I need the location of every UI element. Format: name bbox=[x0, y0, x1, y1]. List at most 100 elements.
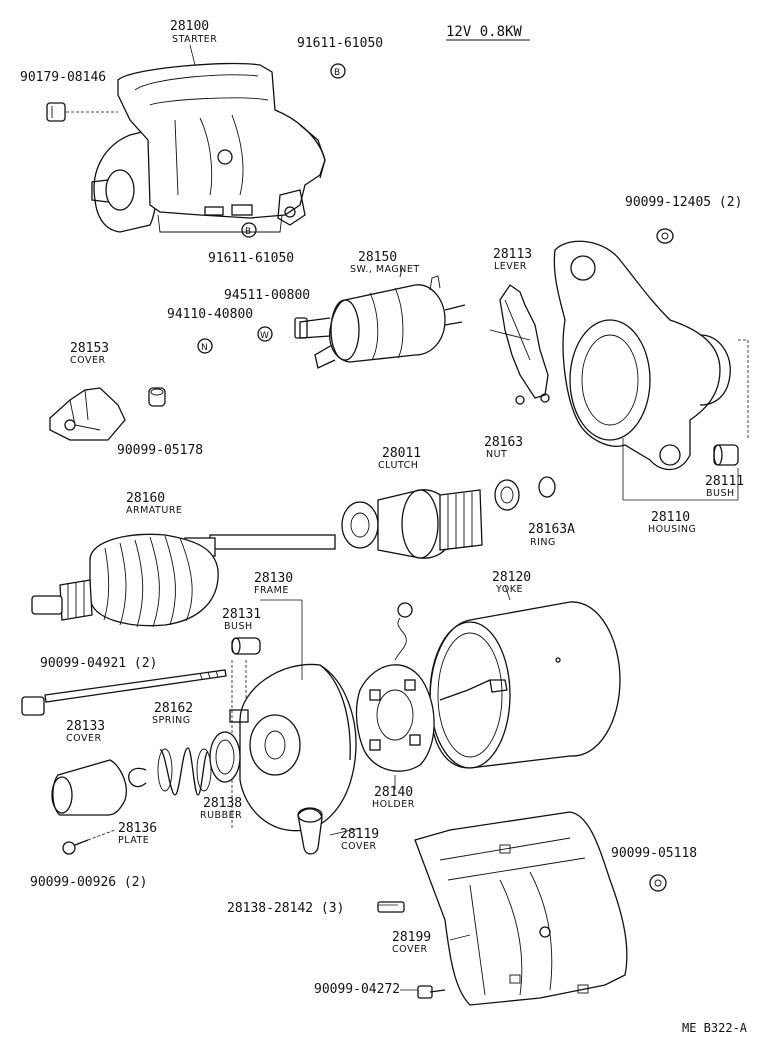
part-number: 28136 bbox=[118, 821, 157, 836]
label-94110: 94110-40800 bbox=[167, 307, 253, 322]
cover-28199 bbox=[414, 811, 628, 1006]
spec-label: 12V 0.8KW bbox=[446, 24, 522, 40]
part-name: ARMATURE bbox=[126, 505, 182, 516]
brake-spring bbox=[157, 747, 212, 796]
rubber-seal bbox=[209, 731, 241, 783]
starter-assembly bbox=[91, 62, 326, 233]
label-90099-05178: 90099-05178 bbox=[117, 443, 203, 458]
marker-b-top: B bbox=[330, 63, 346, 79]
part-number: 28133 bbox=[66, 719, 105, 734]
bush-28131 bbox=[231, 637, 261, 830]
part-name: STARTER bbox=[172, 34, 217, 45]
label-28138-28142: 28138-28142 (3) bbox=[227, 901, 344, 916]
part-number: 90099-12405 (2) bbox=[625, 195, 742, 210]
part-name: YOKE bbox=[495, 584, 523, 595]
marker-n: N bbox=[197, 338, 213, 354]
svg-text:B: B bbox=[245, 227, 252, 237]
part-name: RING bbox=[530, 537, 556, 548]
lock-plate bbox=[128, 767, 147, 788]
nut-90099-05118 bbox=[649, 874, 667, 892]
terminal-cover-28119 bbox=[297, 807, 323, 855]
part-name: SW., MAGNET bbox=[350, 264, 420, 275]
label-90099-00926: 90099-00926 (2) bbox=[30, 875, 147, 890]
part-name: BUSH bbox=[706, 488, 735, 499]
part-name: COVER bbox=[66, 733, 102, 744]
nut-90099-12405 bbox=[656, 228, 674, 244]
label-90179: 90179-08146 bbox=[20, 70, 106, 85]
ring-28163A bbox=[538, 476, 556, 498]
label-90099-04272: 90099-04272 bbox=[314, 982, 400, 997]
part-number: 28011 bbox=[382, 446, 421, 461]
part-number: 91611-61050 bbox=[208, 251, 294, 266]
part-name: FRAME bbox=[254, 585, 289, 596]
part-number: 94110-40800 bbox=[167, 307, 253, 322]
bush-28111 bbox=[713, 444, 739, 466]
label-91611-bottom: 91611-61050 bbox=[208, 251, 294, 266]
through-bolt bbox=[21, 669, 227, 716]
part-name: HOUSING bbox=[648, 524, 696, 535]
part-name: LEVER bbox=[494, 261, 527, 272]
part-name: RUBBER bbox=[200, 810, 242, 821]
part-name: COVER bbox=[70, 355, 106, 366]
part-number: 28131 bbox=[222, 607, 261, 622]
label-91611-top: 91611-61050 bbox=[297, 36, 383, 51]
svg-text:W: W bbox=[260, 331, 269, 341]
part-name: SPRING bbox=[152, 715, 191, 726]
svg-text:B: B bbox=[334, 68, 341, 78]
label-90099-05118: 90099-05118 bbox=[611, 846, 697, 861]
overrunning-clutch bbox=[341, 489, 483, 559]
field-yoke bbox=[429, 601, 621, 769]
nut-90099-05178 bbox=[148, 387, 166, 407]
part-number: 28100 bbox=[170, 19, 209, 34]
part-number: 28160 bbox=[126, 491, 165, 506]
drive-housing bbox=[553, 240, 749, 471]
cover-28153 bbox=[49, 387, 126, 441]
nut-28163 bbox=[494, 479, 520, 511]
part-number: 28153 bbox=[70, 341, 109, 356]
part-number: 94511-00800 bbox=[224, 288, 310, 303]
part-number: 28162 bbox=[154, 701, 193, 716]
end-cover-28133 bbox=[51, 759, 127, 816]
label-90099-12405: 90099-12405 (2) bbox=[625, 195, 742, 210]
part-name: HOLDER bbox=[372, 799, 415, 810]
part-number: 90099-05118 bbox=[611, 846, 697, 861]
part-number: 90099-05178 bbox=[117, 443, 203, 458]
part-name: NUT bbox=[486, 449, 507, 460]
part-name: CLUTCH bbox=[378, 460, 418, 471]
part-number: 28199 bbox=[392, 930, 431, 945]
part-number: 90099-04272 bbox=[314, 982, 400, 997]
part-number: 90179-08146 bbox=[20, 70, 106, 85]
nut-90179 bbox=[46, 102, 118, 122]
part-number: 28130 bbox=[254, 571, 293, 586]
solenoid-switch bbox=[294, 267, 466, 369]
part-name: COVER bbox=[341, 841, 377, 852]
part-number: 28120 bbox=[492, 570, 531, 585]
part-name: BUSH bbox=[224, 621, 253, 632]
part-name: COVER bbox=[392, 944, 428, 955]
part-number: 90099-04921 (2) bbox=[40, 656, 157, 671]
leader-lines bbox=[189, 44, 739, 991]
brush-holder bbox=[355, 602, 435, 772]
drive-lever bbox=[489, 284, 550, 405]
part-number: 28138 bbox=[203, 796, 242, 811]
commutator-frame bbox=[229, 663, 357, 832]
part-number: 28110 bbox=[651, 510, 690, 525]
part-number: 90099-00926 (2) bbox=[30, 875, 147, 890]
svg-text:N: N bbox=[201, 343, 208, 353]
